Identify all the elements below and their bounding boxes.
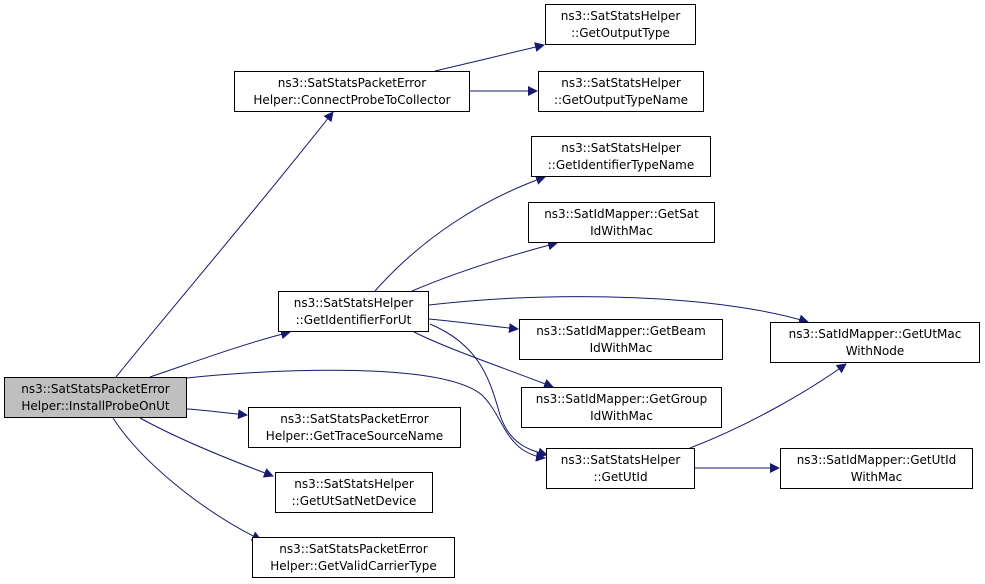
edge-gifu-to-gutid	[429, 323, 548, 458]
edge-gifu-to-gutmn	[428, 296, 809, 325]
node-label-line2: IdWithMac	[589, 340, 653, 355]
node-connect-probe-to-collector[interactable]: ns3::SatStatsPacketError Helper::Connect…	[234, 71, 470, 112]
node-label-line1: ns3::SatIdMapper::GetGroup	[535, 391, 708, 406]
node-label-line1: ns3::SatStatsHelper	[560, 8, 681, 23]
edge-root-to-gusnd	[139, 417, 274, 478]
node-label-line2: IdWithMac	[590, 408, 653, 423]
node-label-line1: ns3::SatStatsPacketError	[277, 75, 427, 90]
node-get-identifier-type-name[interactable]: ns3::SatStatsHelper ::GetIdentifierTypeN…	[531, 136, 711, 177]
edge-root-to-gtsn	[186, 408, 248, 420]
edge-gifu-to-ggidm	[413, 331, 554, 389]
node-label-line1: ns3::SatStatsHelper	[294, 476, 414, 491]
node-label-line2: Helper::InstallProbeOnUt	[21, 398, 170, 413]
node-label-line2: ::GetUtSatNetDevice	[291, 493, 417, 508]
node-label-line1: ns3::SatStatsHelper	[560, 452, 681, 467]
edge-gifu-to-gsidm	[411, 240, 558, 292]
edge-gutid-to-gutmn	[689, 363, 847, 449]
node-label-line1: ns3::SatStatsHelper	[293, 295, 414, 310]
node-label-line2: ::GetIdentifierTypeName	[547, 157, 695, 172]
node-label-line1: ns3::SatIdMapper::GetUtId	[796, 452, 957, 467]
node-label-line1: ns3::SatStatsHelper	[561, 75, 681, 90]
edge-gifu-to-gitn	[374, 175, 546, 292]
node-label-line2: WithMac	[850, 469, 903, 484]
edge-gifu-to-gbidm	[428, 318, 519, 334]
node-label-line2: ::GetIdentifierForUt	[295, 312, 412, 327]
node-label-line2: Helper::GetTraceSourceName	[265, 428, 444, 443]
node-get-output-type-name[interactable]: ns3::SatStatsHelper ::GetOutputTypeName	[538, 71, 704, 112]
node-label-line2: ::GetOutputTypeName	[553, 92, 689, 107]
node-get-sat-id-with-mac[interactable]: ns3::SatIdMapper::GetSat IdWithMac	[528, 202, 715, 243]
node-label-line2: ::GetUtId	[593, 469, 648, 484]
node-get-ut-sat-net-device[interactable]: ns3::SatStatsHelper ::GetUtSatNetDevice	[275, 472, 433, 513]
node-get-identifier-for-ut[interactable]: ns3::SatStatsHelper ::GetIdentifierForUt	[278, 291, 429, 332]
node-install-probe-on-ut: ns3::SatStatsPacketError Helper::Install…	[4, 377, 187, 418]
node-label-line1: ns3::SatIdMapper::GetSat	[544, 206, 699, 221]
node-get-group-id-with-mac[interactable]: ns3::SatIdMapper::GetGroup IdWithMac	[521, 387, 722, 428]
node-get-ut-mac-with-node[interactable]: ns3::SatIdMapper::GetUtMac WithNode	[770, 322, 980, 363]
node-get-trace-source-name[interactable]: ns3::SatStatsPacketError Helper::GetTrac…	[248, 407, 461, 448]
node-label-line2: ::GetOutputType	[571, 25, 670, 40]
node-get-beam-id-with-mac[interactable]: ns3::SatIdMapper::GetBeam IdWithMac	[519, 319, 723, 360]
node-label-line2: Helper::GetValidCarrierType	[270, 558, 437, 573]
node-label-line2: IdWithMac	[590, 223, 653, 238]
edge-root-to-gifu	[149, 329, 291, 378]
edge-root-to-cptc	[115, 111, 334, 378]
edge-cptc-to-got	[434, 42, 545, 72]
node-label-line2: Helper::ConnectProbeToCollector	[253, 92, 451, 107]
node-get-valid-carrier-type[interactable]: ns3::SatStatsPacketError Helper::GetVali…	[252, 537, 455, 578]
node-label-line1: ns3::SatIdMapper::GetBeam	[536, 323, 706, 338]
node-label-line1: ns3::SatStatsPacketError	[279, 541, 428, 556]
edge-root-to-gutid	[186, 369, 546, 462]
node-label-line1: ns3::SatStatsPacketError	[280, 411, 429, 426]
node-get-ut-id[interactable]: ns3::SatStatsHelper ::GetUtId	[546, 448, 695, 489]
node-label-line1: ns3::SatStatsPacketError	[21, 381, 170, 396]
node-label-line1: ns3::SatIdMapper::GetUtMac	[788, 326, 962, 341]
node-get-ut-id-with-mac[interactable]: ns3::SatIdMapper::GetUtId WithMac	[780, 448, 973, 489]
node-get-output-type[interactable]: ns3::SatStatsHelper ::GetOutputType	[545, 4, 696, 45]
edge-root-to-gvct	[112, 417, 262, 541]
node-label-line1: ns3::SatStatsHelper	[561, 140, 681, 155]
node-label-line2: WithNode	[845, 343, 905, 358]
